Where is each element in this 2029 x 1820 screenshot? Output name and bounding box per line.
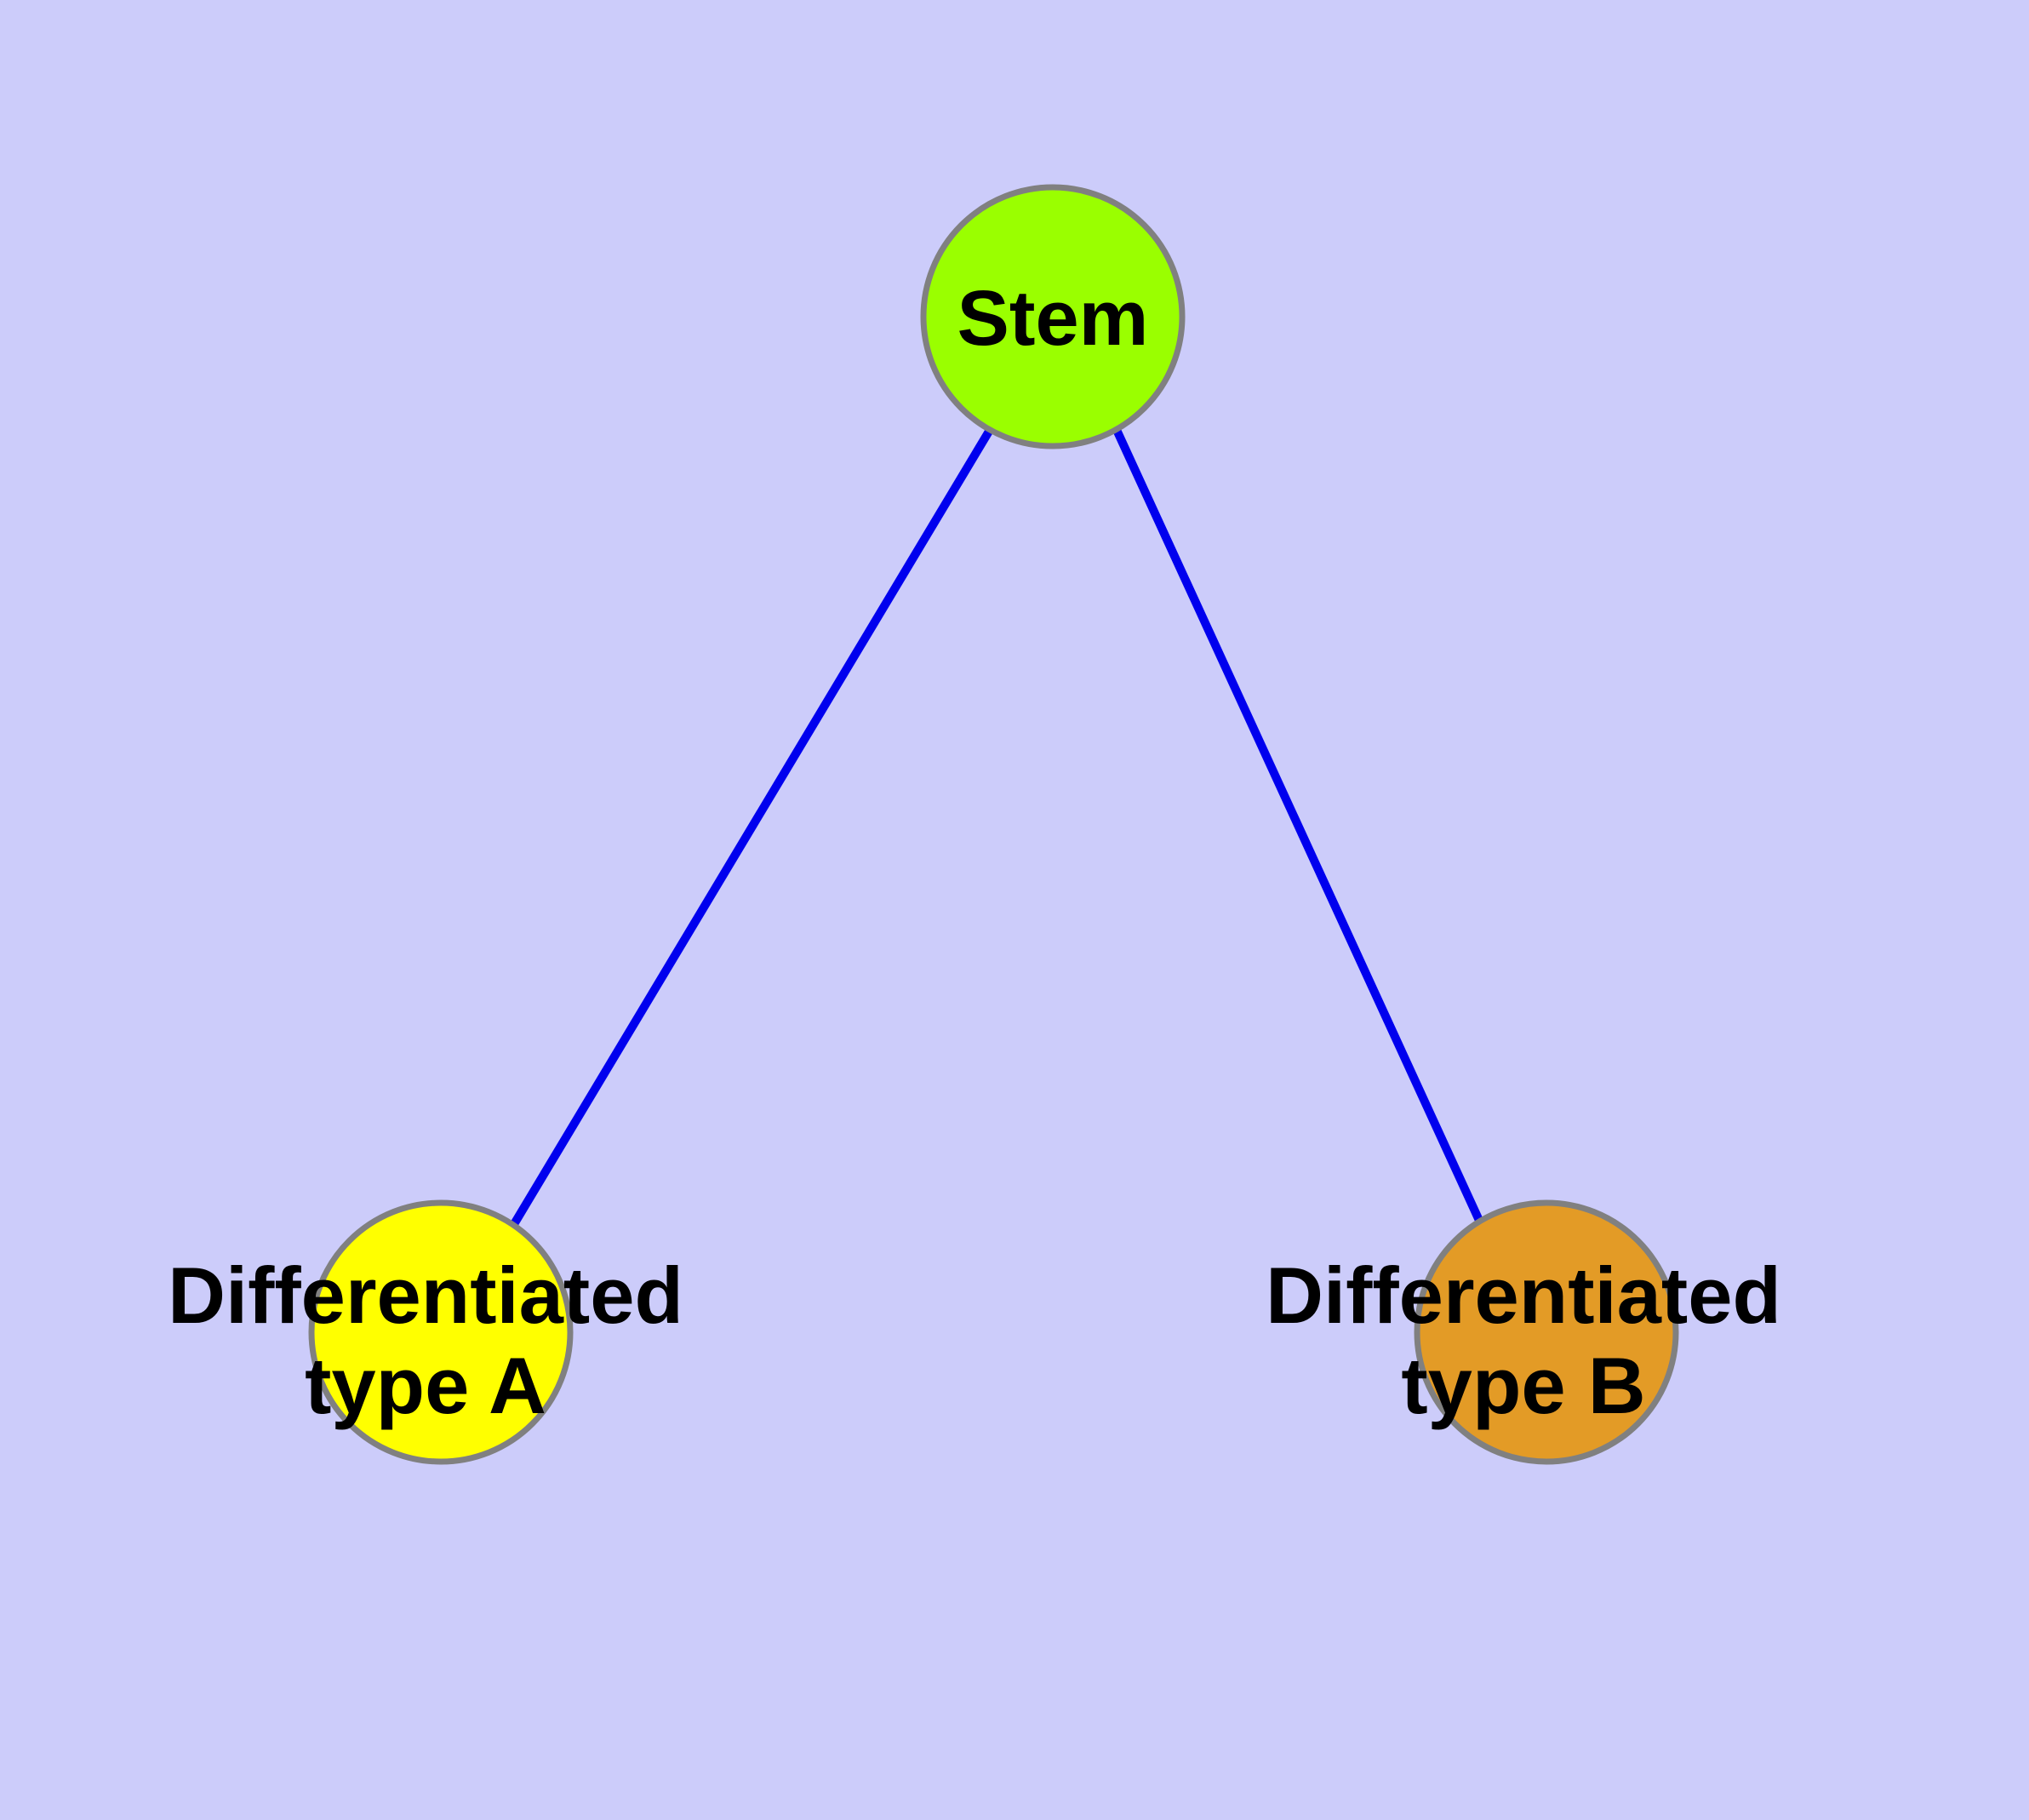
nodes-group [308, 184, 1679, 1465]
node-differentiated-type-b[interactable] [1414, 1199, 1679, 1465]
node-label-differentiated-type-a-line1: Differentiated [168, 1251, 683, 1340]
node-label-differentiated-type-b-line2: type B [1401, 1341, 1645, 1430]
node-stem[interactable] [920, 184, 1186, 449]
node-label-differentiated-type-b-line1: Differentiated [1266, 1251, 1781, 1340]
edges-group [510, 427, 1485, 1227]
node-label-stem: Stem [957, 275, 1149, 362]
node-differentiated-type-a[interactable] [308, 1199, 574, 1465]
node-label-differentiated-type-a-line2: type A [305, 1341, 546, 1430]
labels-group: Stem Differentiated type A Differentiate… [168, 275, 1781, 1430]
edge-stem-to-diff-b[interactable] [1112, 427, 1485, 1227]
edge-stem-to-diff-a[interactable] [510, 427, 994, 1227]
